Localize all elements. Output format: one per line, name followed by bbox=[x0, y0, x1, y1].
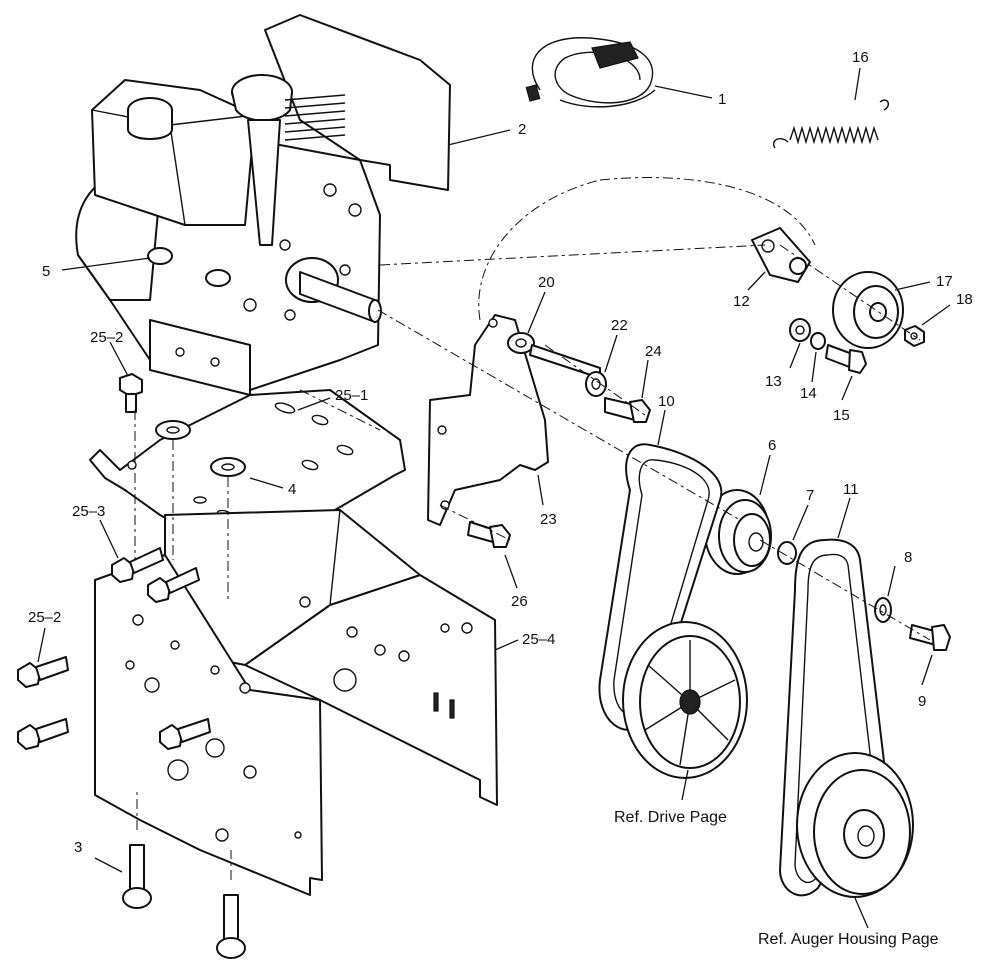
callout-25-3: 25–3 bbox=[72, 503, 105, 520]
callout-18: 18 bbox=[956, 291, 973, 308]
callout-25-1: 25–1 bbox=[335, 387, 368, 404]
callout-2: 2 bbox=[518, 121, 526, 138]
ref-drive-page: Ref. Drive Page bbox=[614, 809, 727, 826]
callout-5: 5 bbox=[42, 263, 50, 280]
callout-9: 9 bbox=[918, 693, 926, 710]
frame bbox=[94, 509, 498, 896]
callout-17: 17 bbox=[936, 273, 953, 290]
callout-1: 1 bbox=[718, 91, 726, 108]
leader-lines bbox=[37, 67, 951, 929]
alignment-lines bbox=[134, 177, 931, 880]
callout-13: 13 bbox=[765, 373, 782, 390]
power-cord bbox=[525, 37, 656, 108]
callout-24: 24 bbox=[645, 343, 662, 360]
belt-guide-bracket bbox=[427, 314, 651, 548]
callout-23: 23 bbox=[540, 511, 557, 528]
extension-spring bbox=[773, 99, 890, 149]
callout-labels: 1 2 3 4 5 6 7 8 9 10 11 12 13 14 15 16 1… bbox=[28, 49, 973, 948]
ref-auger-housing-page: Ref. Auger Housing Page bbox=[758, 931, 939, 948]
callout-11: 11 bbox=[843, 481, 859, 498]
drive-belt bbox=[598, 443, 723, 731]
hex-bolts bbox=[17, 373, 246, 959]
callout-15: 15 bbox=[833, 407, 850, 424]
callout-6: 6 bbox=[768, 437, 776, 454]
callout-25-2-top: 25–2 bbox=[90, 329, 123, 346]
drive-pulley bbox=[622, 621, 748, 779]
callout-4: 4 bbox=[288, 481, 296, 498]
callout-8: 8 bbox=[904, 549, 912, 566]
callout-7: 7 bbox=[806, 487, 814, 504]
callout-22: 22 bbox=[611, 317, 628, 334]
callout-16: 16 bbox=[852, 49, 869, 66]
callout-25-4: 25–4 bbox=[522, 631, 555, 648]
callout-26: 26 bbox=[511, 593, 528, 610]
callout-12: 12 bbox=[733, 293, 750, 310]
callout-25-2-left: 25–2 bbox=[28, 609, 61, 626]
engine bbox=[75, 14, 451, 396]
engine-mount-plate bbox=[89, 389, 406, 556]
idler-assembly bbox=[751, 227, 925, 374]
callout-14: 14 bbox=[800, 385, 817, 402]
callout-10: 10 bbox=[658, 393, 675, 410]
callout-3: 3 bbox=[74, 839, 82, 856]
callout-20: 20 bbox=[538, 274, 555, 291]
auger-pulley bbox=[796, 752, 914, 898]
